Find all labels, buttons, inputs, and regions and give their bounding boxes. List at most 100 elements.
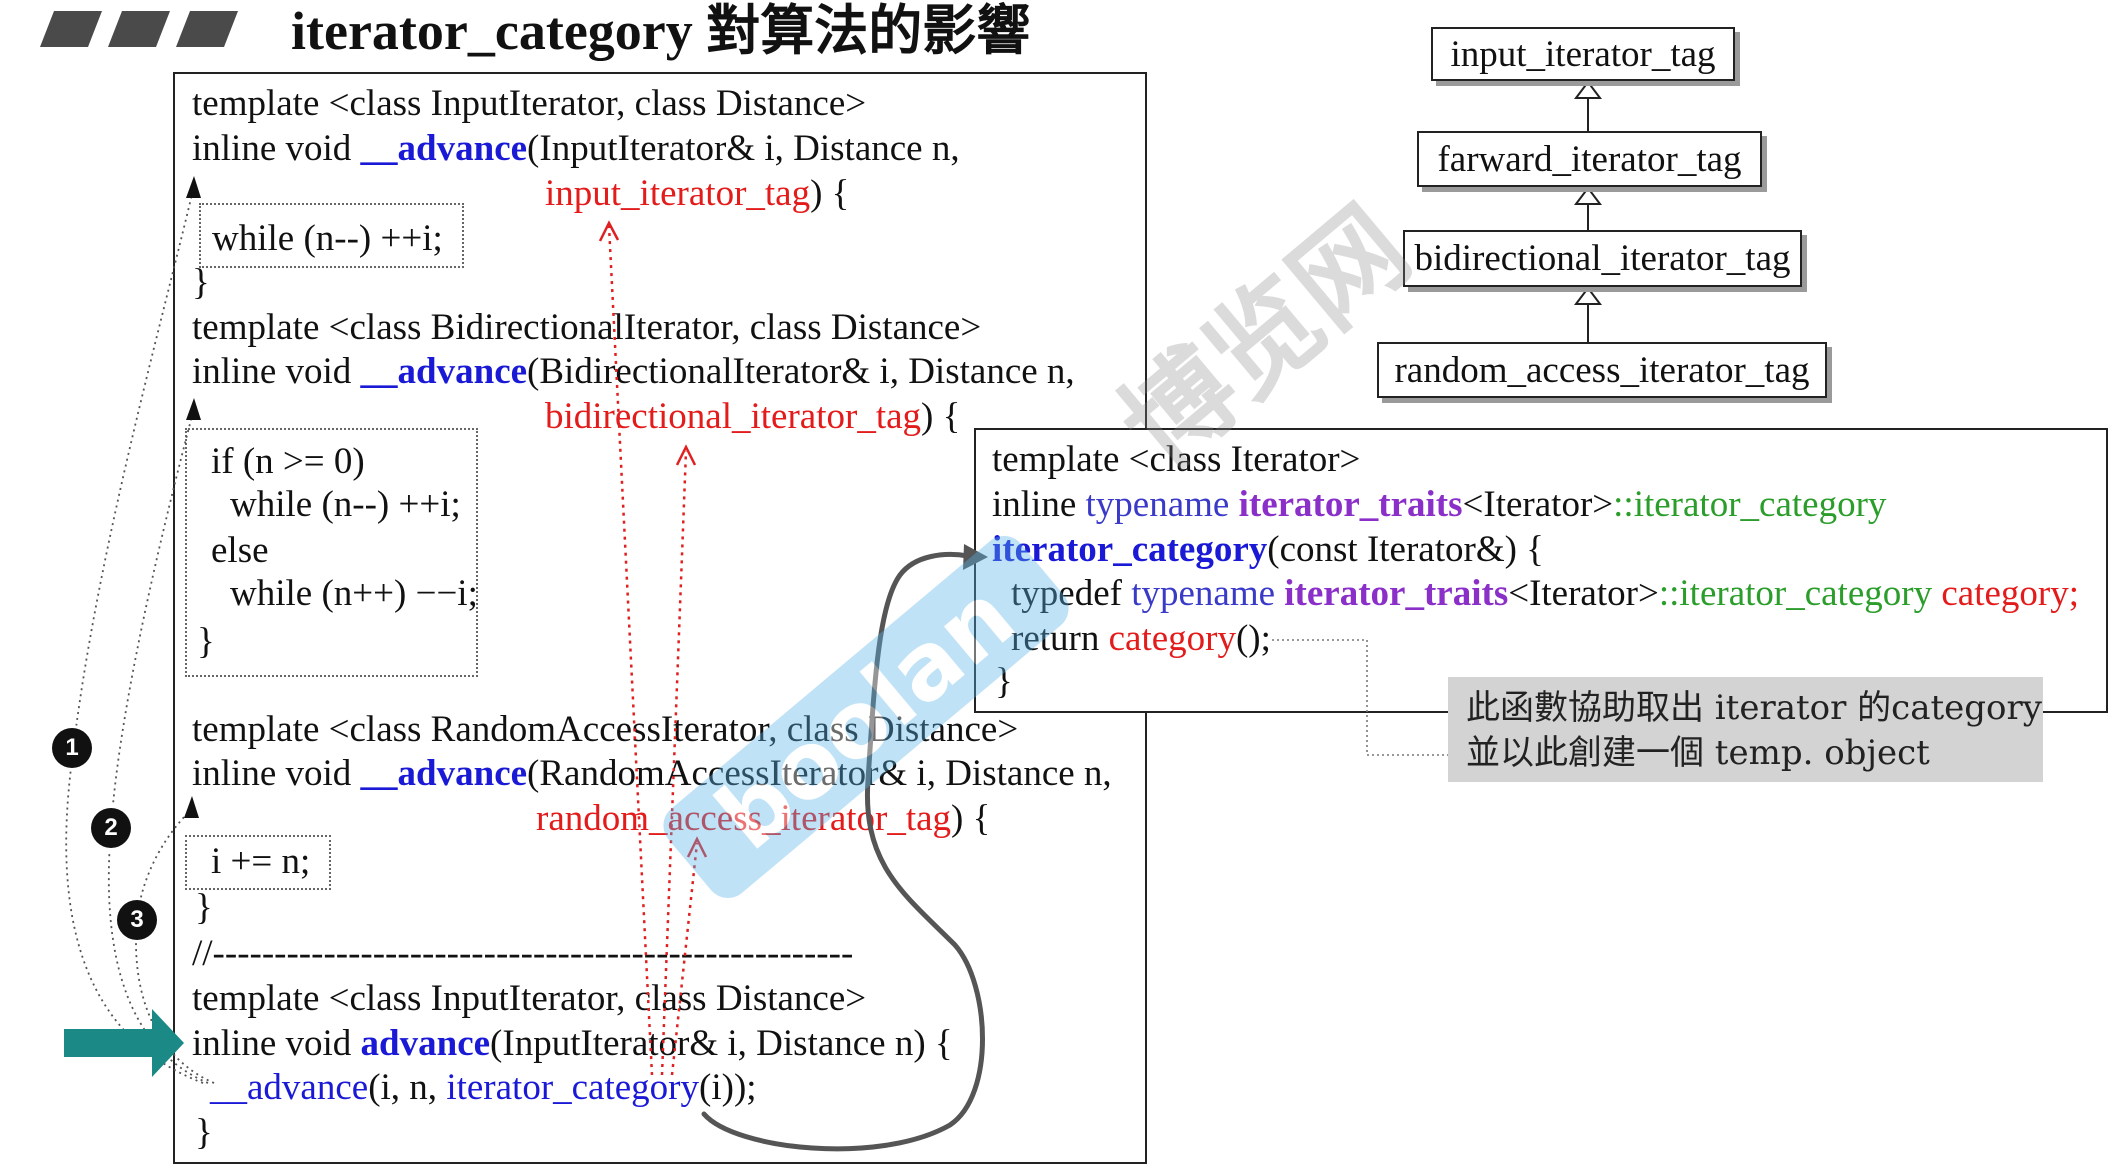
- dispatch-arrowhead-bidirectional: [675, 444, 697, 466]
- r4-alias: category;: [1932, 573, 2079, 614]
- b2-function-name: __advance: [360, 351, 528, 392]
- r3-params: (const Iterator&) {: [1267, 529, 1544, 570]
- note-line-2: 並以此創建一個 temp. object: [1466, 733, 1930, 773]
- code-divider: //--------------------------------------…: [192, 933, 854, 974]
- b4-template-line: template <class InputIterator, class Dis…: [192, 978, 867, 1019]
- b4-call-line: __advance(i, n, iterator_category(i));: [210, 1069, 757, 1106]
- b3-body-line: i += n;: [211, 841, 311, 882]
- call-curve-3: [135, 809, 215, 1084]
- bidirectional-iterator-tag-box: bidirectional_iterator_tag: [1403, 230, 1802, 287]
- entry-point-arrow: [64, 1009, 184, 1077]
- r2-return-type-line: inline typename iterator_traits<Iterator…: [992, 486, 1886, 523]
- dispatch-arrowhead-random-access: [686, 836, 708, 858]
- b2-body-while-backward: while (n++) −−i;: [230, 573, 478, 614]
- r2-member: ::iterator_category: [1613, 484, 1887, 525]
- b1-tag-end: ) {: [810, 173, 850, 214]
- b1-close-brace: }: [192, 262, 210, 303]
- r2-inline: inline: [992, 484, 1086, 525]
- r5-call: category: [1108, 618, 1236, 659]
- b4-function-name: advance: [360, 1023, 491, 1064]
- b4-call-function: __advance: [210, 1067, 369, 1108]
- note-connector: [1272, 639, 1448, 756]
- right-code-panel: [974, 428, 2108, 713]
- call-arrowhead-3: [184, 796, 199, 818]
- b3-function-name: __advance: [360, 753, 528, 794]
- step-badge-3: 3: [117, 900, 157, 940]
- b2-template-line: template <class BidirectionalIterator, c…: [192, 307, 982, 348]
- b2-tag-end: ) {: [921, 396, 961, 437]
- forward-iterator-tag-box: farward_iterator_tag: [1417, 131, 1762, 187]
- hierarchy-arrowhead-1: [1574, 80, 1602, 99]
- r5-return-line: return category();: [1011, 620, 1271, 657]
- b2-params: (BidirectionalIterator& i, Distance n,: [527, 351, 1075, 392]
- hierarchy-arrowhead-3: [1574, 286, 1602, 305]
- title-stripe-1: [40, 11, 102, 47]
- title-stripes: [40, 11, 238, 47]
- b4-close-brace: }: [195, 1112, 213, 1153]
- category-call-loop-arrow: [701, 551, 985, 1152]
- step-badge-1: 1: [52, 728, 92, 768]
- b1-body-box: [199, 203, 464, 268]
- input-iterator-tag-box: input_iterator_tag: [1431, 27, 1735, 81]
- b1-function-name: __advance: [360, 128, 528, 169]
- dispatch-line-bidirectional: [660, 450, 688, 1076]
- b3-prefix: inline void: [192, 753, 361, 794]
- b4-call-args: (i, n,: [368, 1067, 447, 1108]
- r4-typename: typename: [1131, 573, 1285, 614]
- call-arrowhead-1: [186, 176, 201, 198]
- b3-tag-end: ) {: [951, 798, 991, 839]
- b1-params: (InputIterator& i, Distance n,: [527, 128, 960, 169]
- category-call-loop-arrowhead: [963, 544, 988, 570]
- b2-body-else: else: [211, 530, 269, 571]
- title-stripe-2: [108, 11, 170, 47]
- r2-template-arg: <Iterator>: [1462, 484, 1614, 525]
- b3-tag: random_access_iterator_tag: [536, 798, 952, 839]
- b2-close-brace: }: [197, 621, 215, 662]
- b4-signature-line: inline void advance(InputIterator& i, Di…: [192, 1025, 953, 1062]
- b4-call-category: iterator_category: [446, 1067, 700, 1108]
- step-badge-2: 2: [91, 808, 131, 848]
- b2-body-if: if (n >= 0): [211, 441, 365, 482]
- r3-signature-line: iterator_category(const Iterator&) {: [992, 531, 1544, 568]
- r4-typedef-line: typedef typename iterator_traits<Iterato…: [1011, 575, 2079, 612]
- r5-tail: ();: [1235, 618, 1271, 659]
- r1-template-line: template <class Iterator>: [992, 439, 1361, 480]
- r5-return: return: [1011, 618, 1109, 659]
- r2-typename: typename: [1085, 484, 1239, 525]
- r2-traits: iterator_traits: [1238, 484, 1463, 525]
- note-line-1: 此函數協助取出 iterator 的category: [1466, 688, 2042, 728]
- dispatch-line-random-access: [670, 842, 699, 1076]
- call-arrowhead-2: [186, 398, 201, 420]
- b2-body-box: [185, 428, 478, 677]
- b1-signature-line: inline void __advance(InputIterator& i, …: [192, 130, 960, 167]
- r4-traits: iterator_traits: [1284, 573, 1509, 614]
- dispatch-arrowhead-input: [598, 220, 620, 242]
- b1-tag: input_iterator_tag: [545, 173, 811, 214]
- title-stripe-3: [176, 11, 238, 47]
- b2-signature-line: inline void __advance(BidirectionalItera…: [192, 353, 1075, 390]
- explanation-note: 此函數協助取出 iterator 的category 並以此創建一個 temp.…: [1448, 677, 2043, 782]
- b4-prefix: inline void: [192, 1023, 361, 1064]
- b1-body-line: while (n--) ++i;: [212, 218, 443, 259]
- r4-typedef: typedef: [1011, 573, 1132, 614]
- b3-tag-line: random_access_iterator_tag) {: [536, 800, 990, 837]
- dispatch-line-input: [607, 225, 654, 1076]
- page-title: iterator_category 對算法的影響: [291, 1, 1031, 61]
- b4-params: (InputIterator& i, Distance n) {: [490, 1023, 953, 1064]
- b2-tag-line: bidirectional_iterator_tag) {: [545, 398, 960, 435]
- b3-params: (RandomAccessIterator& i, Distance n,: [527, 753, 1112, 794]
- b1-template-line: template <class InputIterator, class Dis…: [192, 83, 867, 124]
- r4-template-arg: <Iterator>: [1508, 573, 1659, 614]
- b3-template-line: template <class RandomAccessIterator, cl…: [192, 709, 1019, 750]
- hierarchy-arrowhead-2: [1574, 186, 1602, 205]
- random-access-iterator-tag-box: random_access_iterator_tag: [1377, 342, 1827, 398]
- b2-tag: bidirectional_iterator_tag: [545, 396, 922, 437]
- b4-call-end: (i));: [699, 1067, 757, 1108]
- r4-member: ::iterator_category: [1658, 573, 1933, 614]
- b2-body-while-forward: while (n--) ++i;: [230, 484, 461, 525]
- b3-close-brace: }: [195, 887, 213, 928]
- b2-prefix: inline void: [192, 351, 361, 392]
- b3-body-box: [185, 835, 331, 890]
